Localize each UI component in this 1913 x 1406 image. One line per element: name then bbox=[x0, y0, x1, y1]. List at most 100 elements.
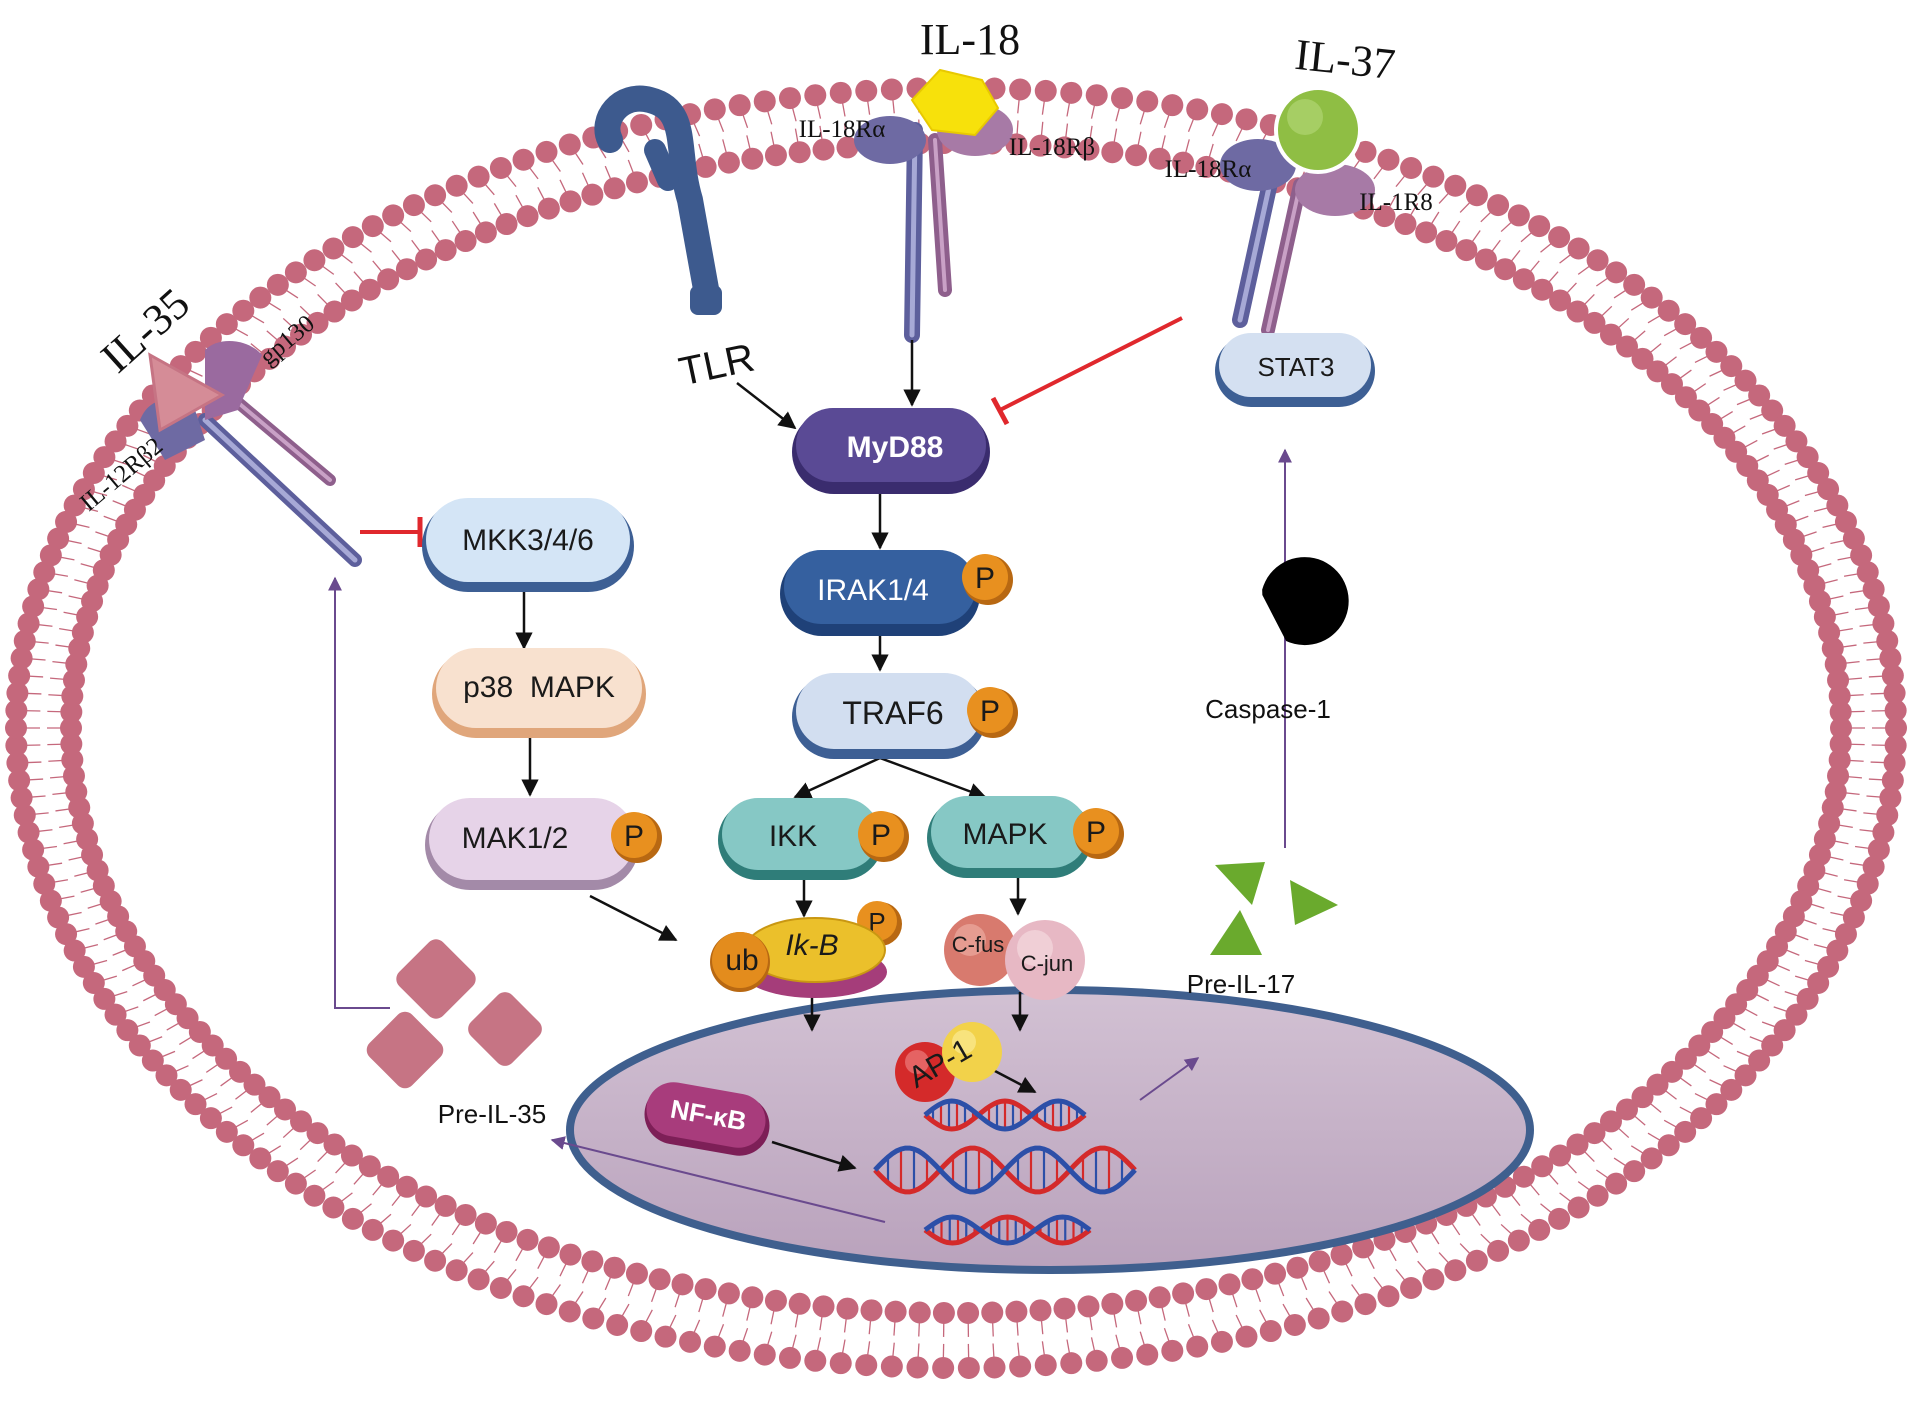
mak-node: MAK1/2 bbox=[425, 798, 639, 890]
lipid-head bbox=[1842, 527, 1865, 550]
cell-membrane bbox=[5, 77, 1907, 1379]
lipid-head bbox=[1186, 1335, 1209, 1358]
lipid-head bbox=[424, 1249, 447, 1272]
ikk-phospho-badge: P bbox=[858, 811, 909, 862]
lipid-head bbox=[10, 647, 33, 670]
lipid-head bbox=[1283, 1313, 1306, 1336]
lipid-head bbox=[788, 1292, 811, 1315]
lipid-head bbox=[654, 1325, 677, 1348]
lipid-head bbox=[1586, 249, 1609, 272]
mak-label: MAK1/2 bbox=[462, 822, 569, 855]
lipid-head bbox=[274, 335, 297, 358]
lipid-head bbox=[61, 748, 84, 771]
lipid-head bbox=[284, 261, 307, 284]
lipid-head bbox=[215, 1047, 238, 1070]
tlr-receptor bbox=[594, 85, 722, 315]
lipid-head bbox=[402, 194, 425, 217]
lipid-head bbox=[63, 494, 86, 517]
lipid-head bbox=[829, 1352, 852, 1375]
il35-receptor-complex bbox=[140, 340, 362, 567]
lipid-head bbox=[1422, 165, 1445, 188]
lipid-head bbox=[60, 701, 83, 724]
il18-title: IL-18 bbox=[920, 15, 1020, 64]
lipid-head bbox=[1826, 939, 1849, 962]
lipid-head bbox=[258, 1086, 281, 1109]
lipid-head bbox=[382, 204, 405, 227]
lipid-head bbox=[434, 239, 457, 262]
lipid-head bbox=[340, 289, 363, 312]
svg-text:P: P bbox=[980, 695, 1000, 728]
mapk-phospho-badge: P bbox=[1073, 808, 1124, 859]
lipid-head bbox=[753, 1343, 776, 1366]
lipid-head bbox=[1077, 138, 1100, 161]
lipid-head bbox=[581, 183, 604, 206]
lipid-head bbox=[33, 872, 56, 895]
lipid-head bbox=[489, 1276, 512, 1299]
lipid-head bbox=[1235, 1325, 1258, 1348]
lipid-head bbox=[1377, 148, 1400, 171]
lipid-head bbox=[703, 98, 726, 121]
dna-strands bbox=[873, 1098, 1137, 1246]
lipid-head bbox=[184, 340, 207, 363]
mak-phospho-badge: P bbox=[611, 812, 662, 863]
lipid-head bbox=[116, 1019, 139, 1042]
lipid-head bbox=[1210, 103, 1233, 126]
il1r8-label: IL-1R8 bbox=[1359, 189, 1433, 216]
lipid-head bbox=[1235, 108, 1258, 131]
lipid-head bbox=[322, 237, 345, 260]
lipid-head bbox=[1186, 98, 1209, 121]
lipid-head bbox=[1422, 1268, 1445, 1291]
lipid-head bbox=[243, 1073, 266, 1096]
lipid-head bbox=[17, 821, 40, 844]
pre-il17-group bbox=[1210, 862, 1338, 955]
lipid-head bbox=[1884, 734, 1907, 757]
gp130-domain bbox=[205, 340, 262, 420]
lipid-head bbox=[1373, 205, 1396, 228]
lipid-head bbox=[1400, 1276, 1423, 1299]
pre-il35-label: Pre-IL-35 bbox=[438, 1099, 546, 1129]
lipid-head bbox=[804, 1349, 827, 1372]
lipid-head bbox=[1834, 923, 1857, 946]
lipid-head bbox=[880, 1355, 903, 1378]
svg-text:P: P bbox=[868, 907, 885, 937]
ikb-complex: Ik-B ub bbox=[710, 917, 887, 998]
lipid-head bbox=[306, 1122, 329, 1145]
lipid-head bbox=[60, 717, 82, 739]
lipid-head bbox=[1657, 1134, 1680, 1157]
tlr-label: TLR bbox=[675, 336, 758, 395]
lipid-head bbox=[630, 113, 653, 136]
lipid-head bbox=[290, 323, 313, 346]
lipid-head bbox=[1009, 1355, 1032, 1378]
lipid-head bbox=[1053, 136, 1076, 159]
lipid-head bbox=[495, 213, 518, 236]
lipid-head bbox=[340, 1144, 363, 1167]
il37-ligand-sphere bbox=[1274, 86, 1362, 174]
lipid-head bbox=[424, 184, 447, 207]
lipid-head bbox=[812, 1295, 835, 1318]
lipid-head bbox=[10, 786, 33, 809]
lipid-head bbox=[1218, 1273, 1241, 1296]
lipid-head bbox=[1817, 955, 1840, 978]
lipid-head bbox=[1884, 699, 1907, 722]
lipid-head bbox=[1761, 1034, 1784, 1057]
lipid-head bbox=[1487, 1239, 1510, 1262]
lipid-head bbox=[537, 1236, 560, 1259]
lipid-head bbox=[5, 734, 28, 757]
lipid-head bbox=[559, 1243, 582, 1266]
myd88-label: MyD88 bbox=[847, 431, 944, 464]
lipid-head bbox=[1879, 786, 1902, 809]
lipid-head bbox=[1796, 446, 1819, 469]
lipid-head bbox=[1674, 386, 1697, 409]
lipid-head bbox=[445, 174, 468, 197]
nfkb-to-dna-arrow bbox=[771, 1140, 857, 1172]
lipid-head bbox=[778, 87, 801, 110]
mapk-label: MAPK bbox=[962, 818, 1047, 851]
lipid-head bbox=[1264, 1262, 1287, 1285]
lipid-head bbox=[603, 177, 626, 200]
lipid-head bbox=[880, 78, 903, 101]
lipid-head bbox=[860, 1299, 883, 1322]
svg-text:P: P bbox=[975, 562, 995, 595]
lipid-head bbox=[1005, 133, 1028, 156]
lipid-head bbox=[1883, 682, 1906, 705]
dna-strand-blue bbox=[923, 1214, 1092, 1246]
